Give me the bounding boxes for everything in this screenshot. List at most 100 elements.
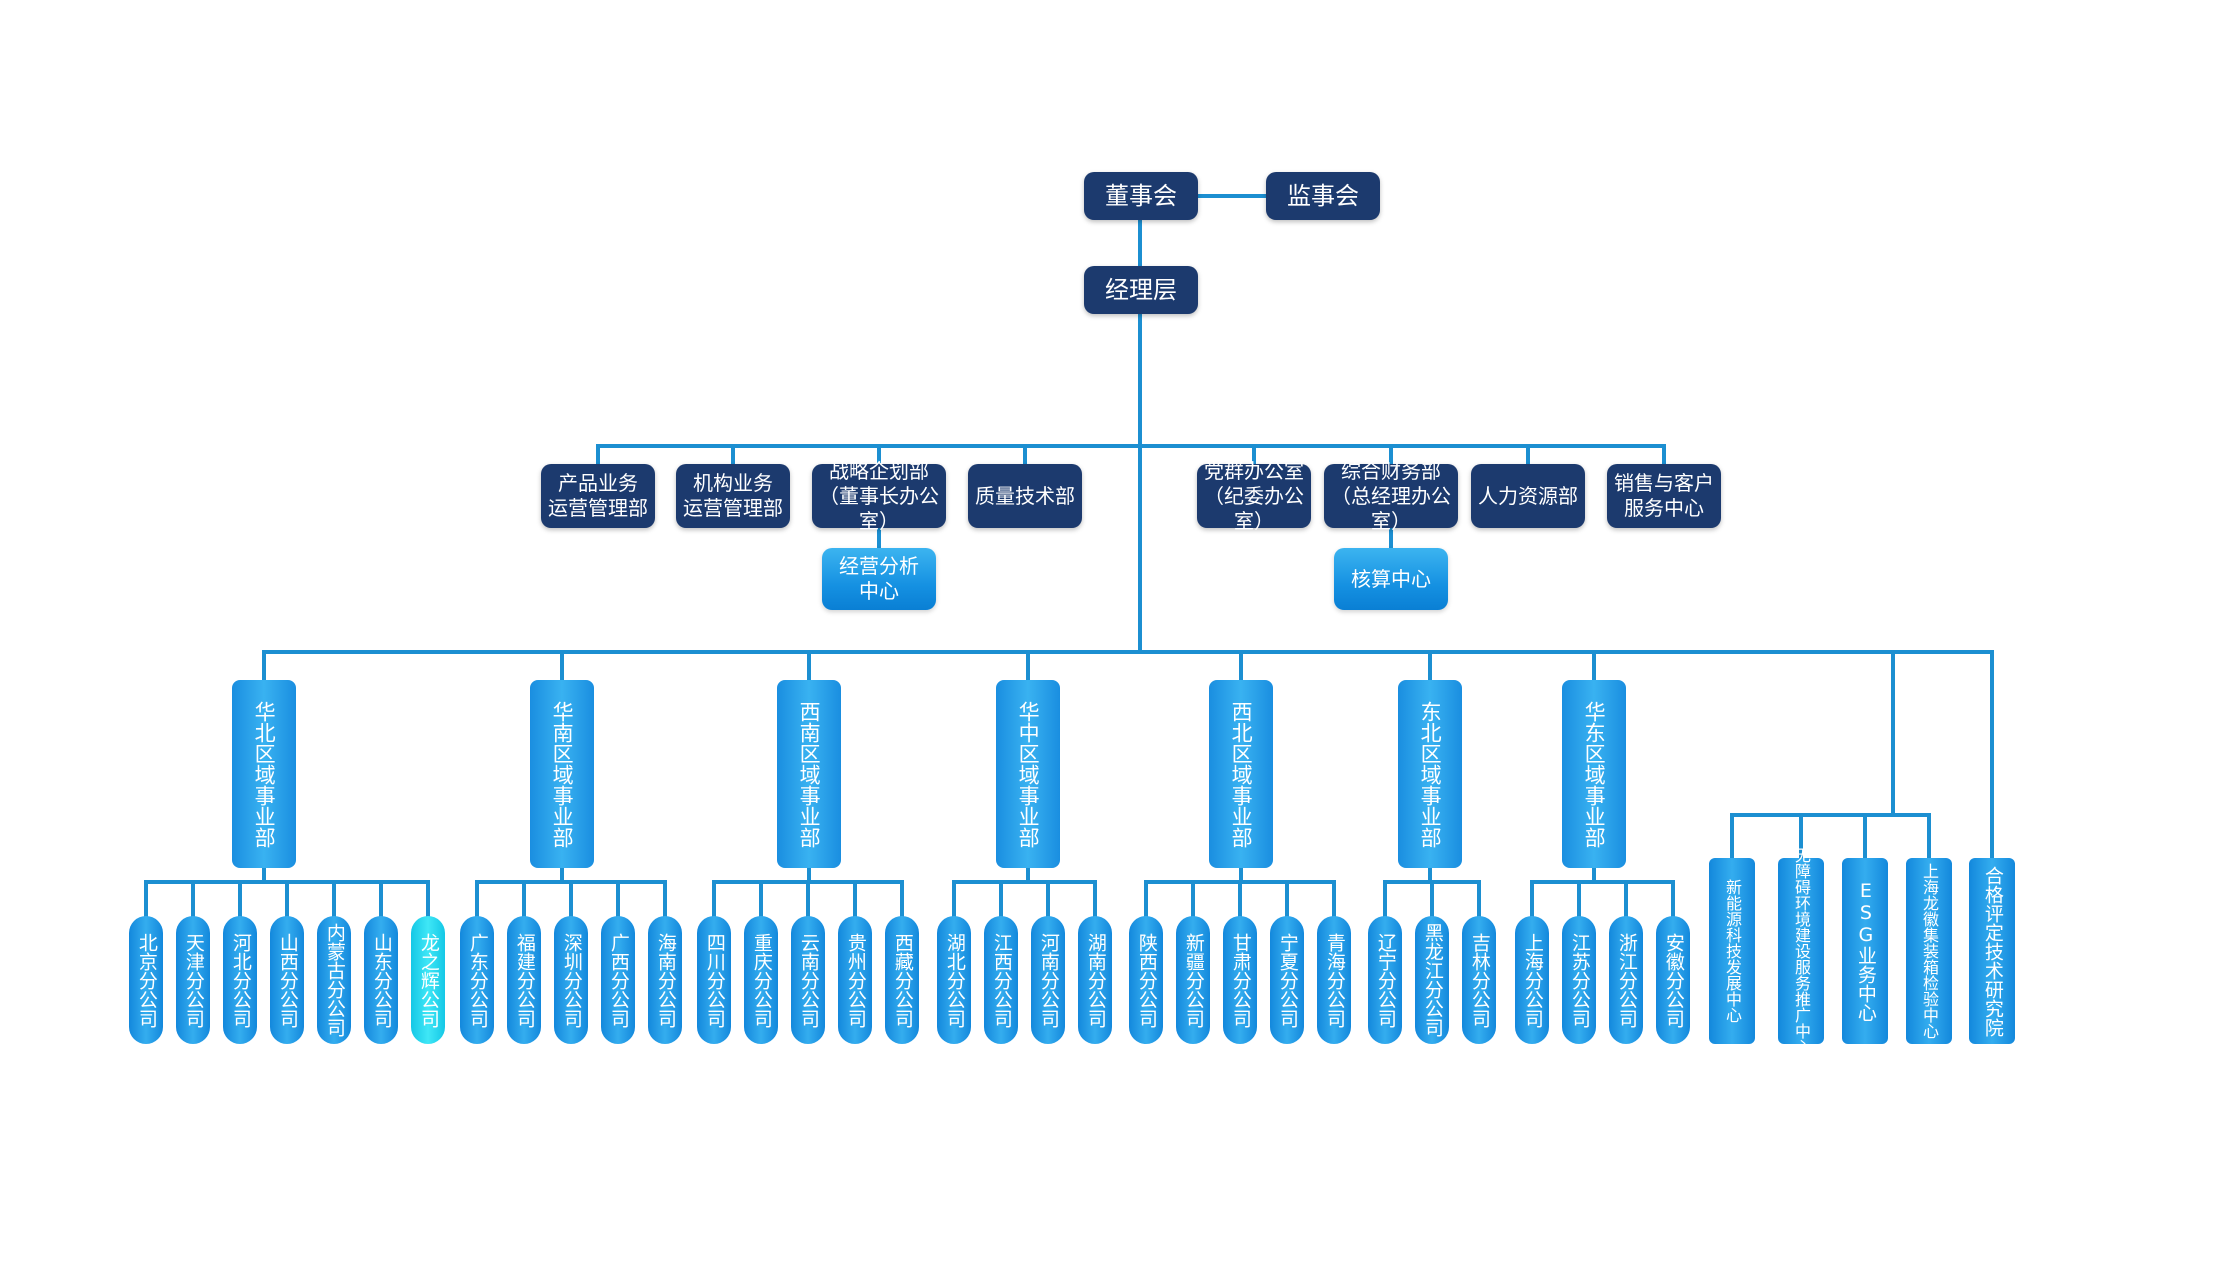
supervisors-box: 监事会 [1266, 172, 1380, 220]
institute-box: 合格评定技术研究院 [1969, 858, 2015, 1044]
branch-box-2-4-label: 广西分公司 [607, 932, 630, 1028]
department-box-5: 党群办公室 （纪委办公室） [1197, 459, 1311, 533]
branch-box-2-5: 海南分公司 [648, 916, 682, 1044]
branch-box-4-3: 河南分公司 [1031, 916, 1065, 1044]
branch-box-1-7: 龙之辉公司 [411, 916, 445, 1044]
branch-box-2-2-label: 福建分公司 [513, 932, 536, 1028]
branch-box-1-2: 天津分公司 [176, 916, 210, 1044]
branch-box-1-5: 内蒙古分公司 [317, 916, 351, 1044]
sub-center-box-6-label: 核算中心 [1351, 566, 1431, 591]
department-box-1: 产品业务 运营管理部 [541, 464, 655, 528]
branch-box-4-4: 湖南分公司 [1078, 916, 1112, 1044]
branch-box-7-2: 江苏分公司 [1562, 916, 1596, 1044]
center-box-4-label: 上海龙徽集装箱检验中心 [1920, 863, 1939, 1039]
branch-box-3-1: 四川分公司 [697, 916, 731, 1044]
branch-box-2-5-label: 海南分公司 [654, 932, 677, 1028]
branch-box-2-3-label: 深圳分公司 [560, 932, 583, 1028]
center-box-4: 上海龙徽集装箱检验中心 [1906, 858, 1952, 1044]
sub-center-box-6: 核算中心 [1334, 548, 1448, 610]
branch-box-3-3: 云南分公司 [791, 916, 825, 1044]
branch-box-4-3-label: 河南分公司 [1037, 932, 1060, 1028]
branch-box-3-5: 西藏分公司 [885, 916, 919, 1044]
department-box-4: 质量技术部 [968, 464, 1082, 528]
management-box-label: 经理层 [1105, 276, 1177, 304]
branch-box-3-1-label: 四川分公司 [703, 932, 726, 1028]
region-box-6-label: 东北区域事业部 [1418, 700, 1443, 848]
department-box-2: 机构业务 运营管理部 [676, 464, 790, 528]
center-box-3-label: ESG业务中心 [1854, 880, 1877, 1022]
region-box-3: 西南区域事业部 [777, 680, 841, 868]
branch-box-1-6-label: 山东分公司 [370, 932, 393, 1028]
center-box-1-label: 新能源科技发展中心 [1723, 879, 1742, 1023]
branch-box-3-4: 贵州分公司 [838, 916, 872, 1044]
branch-box-3-4-label: 贵州分公司 [844, 932, 867, 1028]
board-box-label: 董事会 [1105, 182, 1177, 210]
sub-center-box-3-label: 经营分析 中心 [839, 554, 919, 603]
department-box-2-label: 机构业务 运营管理部 [683, 471, 783, 520]
department-box-8: 销售与客户 服务中心 [1607, 464, 1721, 528]
branch-box-1-4-label: 山西分公司 [276, 932, 299, 1028]
branch-box-5-1-label: 陕西分公司 [1135, 932, 1158, 1028]
branch-box-6-1: 辽宁分公司 [1368, 916, 1402, 1044]
region-box-5-label: 西北区域事业部 [1229, 700, 1254, 848]
branch-box-3-2-label: 重庆分公司 [750, 932, 773, 1028]
board-box: 董事会 [1084, 172, 1198, 220]
management-box: 经理层 [1084, 266, 1198, 314]
region-box-7-label: 华东区域事业部 [1582, 700, 1607, 848]
branch-box-5-2: 新疆分公司 [1176, 916, 1210, 1044]
region-box-2-label: 华南区域事业部 [550, 700, 575, 848]
branch-box-3-2: 重庆分公司 [744, 916, 778, 1044]
supervisors-box-label: 监事会 [1287, 182, 1359, 210]
branch-box-1-2-label: 天津分公司 [182, 932, 205, 1028]
branch-box-6-3: 吉林分公司 [1462, 916, 1496, 1044]
department-box-6: 综合财务部 （总经理办公室） [1324, 459, 1458, 533]
branch-box-6-2: 黑龙江分公司 [1415, 916, 1449, 1044]
center-box-2-label: 无障碍环境建设服务推广中心 [1792, 847, 1811, 1055]
branch-box-5-4: 宁夏分公司 [1270, 916, 1304, 1044]
department-box-6-label: 综合财务部 （总经理办公室） [1331, 458, 1451, 533]
branch-box-4-1: 湖北分公司 [937, 916, 971, 1044]
branch-box-7-3: 浙江分公司 [1609, 916, 1643, 1044]
branch-box-5-4-label: 宁夏分公司 [1276, 932, 1299, 1028]
region-box-1: 华北区域事业部 [232, 680, 296, 868]
branch-box-2-1: 广东分公司 [460, 916, 494, 1044]
region-box-2: 华南区域事业部 [530, 680, 594, 868]
department-box-5-label: 党群办公室 （纪委办公室） [1204, 458, 1304, 533]
branch-box-1-5-label: 内蒙古分公司 [323, 923, 346, 1037]
branch-box-6-1-label: 辽宁分公司 [1374, 932, 1397, 1028]
branch-box-5-5-label: 青海分公司 [1323, 932, 1346, 1028]
center-box-1: 新能源科技发展中心 [1709, 858, 1755, 1044]
region-box-1-label: 华北区域事业部 [252, 700, 277, 848]
department-box-7: 人力资源部 [1471, 464, 1585, 528]
branch-box-6-2-label: 黑龙江分公司 [1421, 923, 1444, 1037]
branch-box-7-3-label: 浙江分公司 [1615, 932, 1638, 1028]
center-box-3: ESG业务中心 [1842, 858, 1888, 1044]
sub-center-box-3: 经营分析 中心 [822, 548, 936, 610]
region-box-4-label: 华中区域事业部 [1016, 700, 1041, 848]
branch-box-4-1-label: 湖北分公司 [943, 932, 966, 1028]
institute-box-label: 合格评定技术研究院 [1981, 865, 2004, 1037]
branch-box-5-3: 甘肃分公司 [1223, 916, 1257, 1044]
branch-box-7-1-label: 上海分公司 [1521, 932, 1544, 1028]
department-box-4-label: 质量技术部 [975, 483, 1075, 508]
branch-box-7-1: 上海分公司 [1515, 916, 1549, 1044]
department-box-1-label: 产品业务 运营管理部 [548, 471, 648, 520]
branch-box-1-7-label: 龙之辉公司 [417, 932, 440, 1028]
department-box-7-label: 人力资源部 [1478, 483, 1578, 508]
branch-box-7-4-label: 安徽分公司 [1662, 932, 1685, 1028]
region-box-4: 华中区域事业部 [996, 680, 1060, 868]
branch-box-3-5-label: 西藏分公司 [891, 932, 914, 1028]
branch-box-1-3-label: 河北分公司 [229, 932, 252, 1028]
branch-box-4-4-label: 湖南分公司 [1084, 932, 1107, 1028]
branch-box-1-6: 山东分公司 [364, 916, 398, 1044]
branch-box-1-3: 河北分公司 [223, 916, 257, 1044]
branch-box-2-4: 广西分公司 [601, 916, 635, 1044]
branch-box-5-1: 陕西分公司 [1129, 916, 1163, 1044]
branch-box-7-4: 安徽分公司 [1656, 916, 1690, 1044]
branch-box-7-2-label: 江苏分公司 [1568, 932, 1591, 1028]
region-box-3-label: 西南区域事业部 [797, 700, 822, 848]
branch-box-4-2: 江西分公司 [984, 916, 1018, 1044]
department-box-3: 战略企划部 （董事长办公室） [812, 459, 946, 533]
